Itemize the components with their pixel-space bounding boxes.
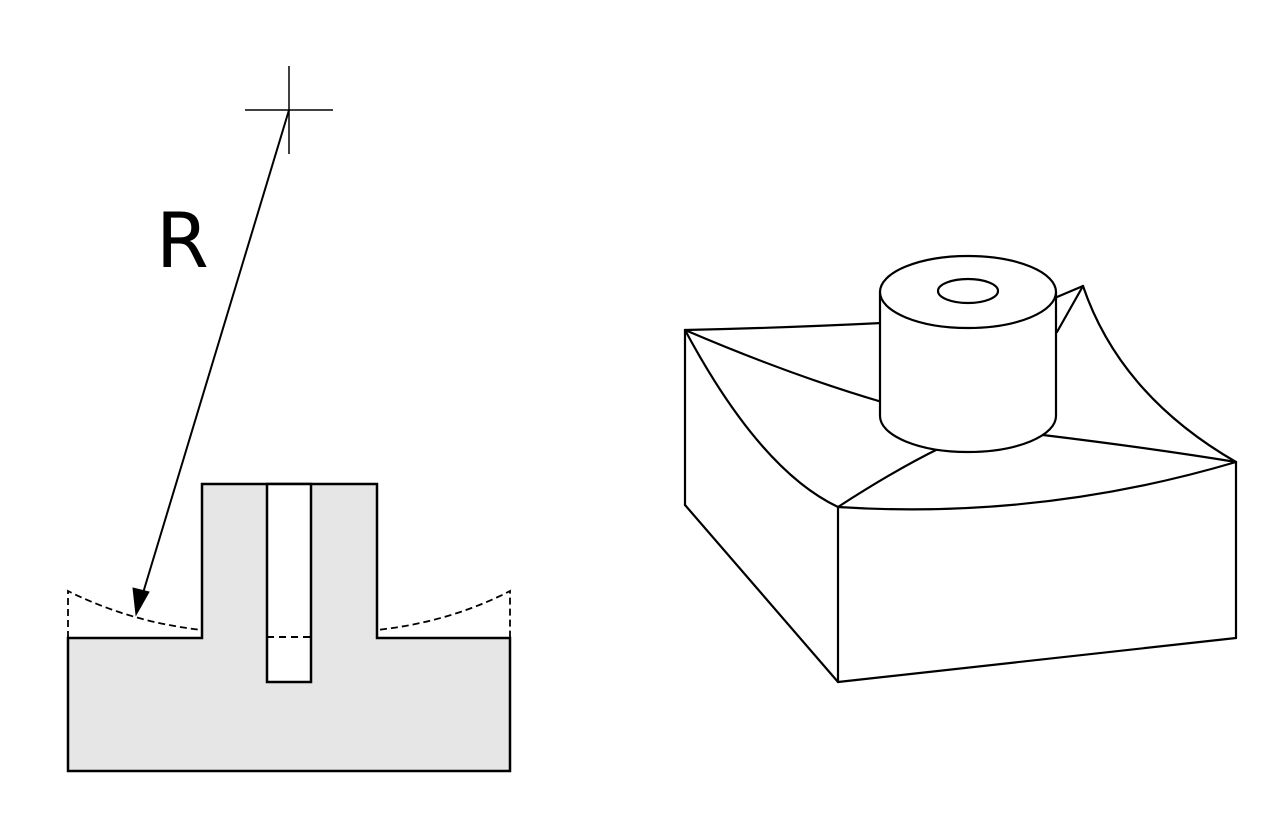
removed-material-left bbox=[67, 589, 203, 638]
block-top-back-edge bbox=[683, 321, 884, 332]
block-top-left-arc bbox=[683, 328, 840, 509]
block-top-right-arc bbox=[1081, 284, 1238, 464]
block-top-front-arc bbox=[836, 460, 1238, 511]
surface-line-left bbox=[683, 328, 884, 404]
radius-leader-line bbox=[139, 109, 290, 604]
cylinder-hole bbox=[936, 277, 1000, 305]
isometric-view bbox=[683, 254, 1238, 684]
block-right-corner-edge bbox=[1055, 284, 1085, 299]
radius-label: R bbox=[156, 196, 209, 285]
surface-line-front bbox=[836, 446, 942, 509]
surface-line-right bbox=[1041, 433, 1238, 464]
removed-material-right bbox=[376, 589, 511, 638]
block-right-corner-diagonal bbox=[1055, 284, 1085, 334]
center-slot bbox=[265, 482, 313, 684]
section-view: R bbox=[66, 66, 512, 773]
radius-arrowhead bbox=[132, 587, 150, 617]
cylinder-body bbox=[878, 290, 1058, 454]
block-bottom-left bbox=[683, 503, 840, 684]
block-bottom-right bbox=[836, 636, 1238, 684]
